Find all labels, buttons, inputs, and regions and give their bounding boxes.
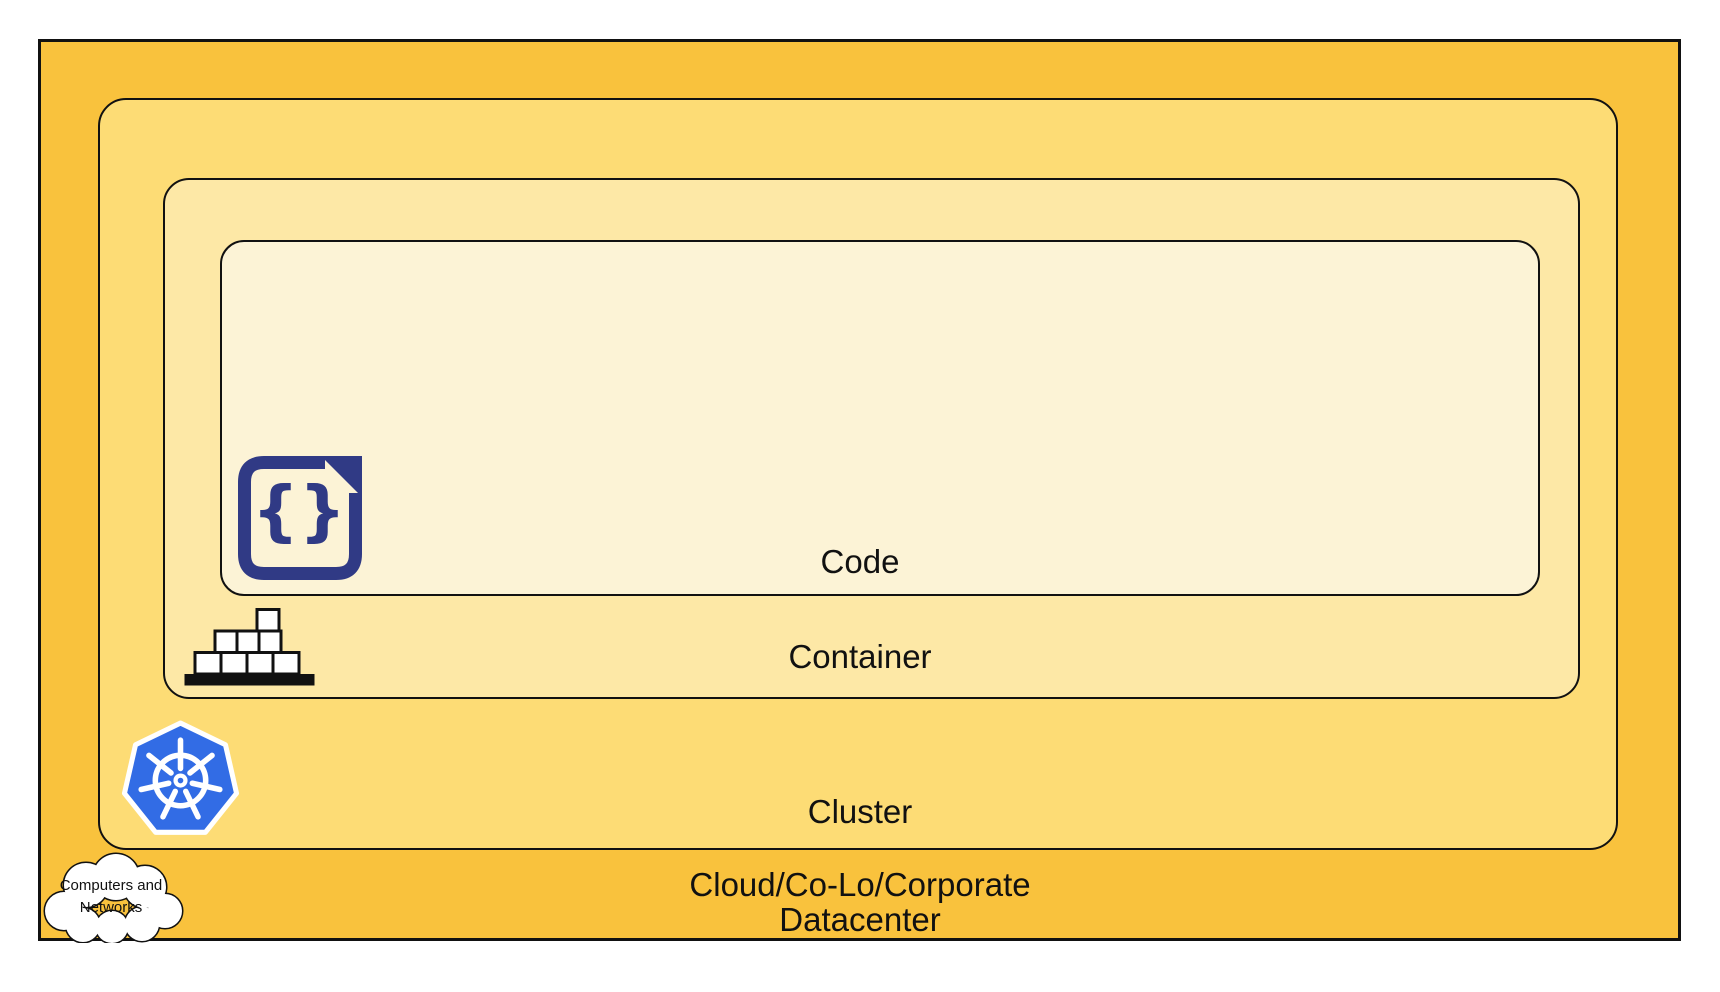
code-file-fold (321, 456, 362, 497)
code-braces-glyph: {} (252, 472, 346, 549)
cloud-icon (43, 852, 184, 943)
cloud-callout-text: Computers and Networks (36, 875, 186, 919)
container-base-bar (184, 674, 315, 686)
cluster-label: Cluster (807, 793, 913, 830)
cloud-callout-line1: Computers and (59, 877, 163, 894)
container-box-bot-4 (271, 651, 301, 676)
datacenter-label-line2: Datacenter (779, 901, 941, 938)
container-box-top (255, 608, 281, 633)
kubernetes-icon (121, 720, 240, 835)
code-label: Code (820, 543, 900, 580)
cloud-callout: Computers and Networks (36, 851, 186, 943)
container-box-mid-1 (213, 629, 239, 654)
container-label: Container (788, 638, 932, 675)
code-file-icon: {} (238, 456, 362, 580)
datacenter-label-line1: Cloud/Co-Lo/Corporate (689, 866, 1031, 903)
datacenter-label: Cloud/Co-Lo/Corporate Datacenter (0, 867, 1720, 937)
cloud-callout-line2: Networks (79, 899, 143, 916)
kubernetes-wheel-hub-center (177, 777, 184, 784)
container-box-mid-2 (235, 629, 261, 654)
container-box-bot-2 (219, 651, 249, 676)
container-stack-icon (184, 608, 315, 686)
code-file-outline (238, 456, 362, 580)
kubernetes-wheel-rim (152, 752, 209, 809)
container-box-bot-3 (245, 651, 275, 676)
container-box-bot-1 (193, 651, 223, 676)
container-box-mid-3 (257, 629, 283, 654)
code-box (220, 240, 1540, 596)
